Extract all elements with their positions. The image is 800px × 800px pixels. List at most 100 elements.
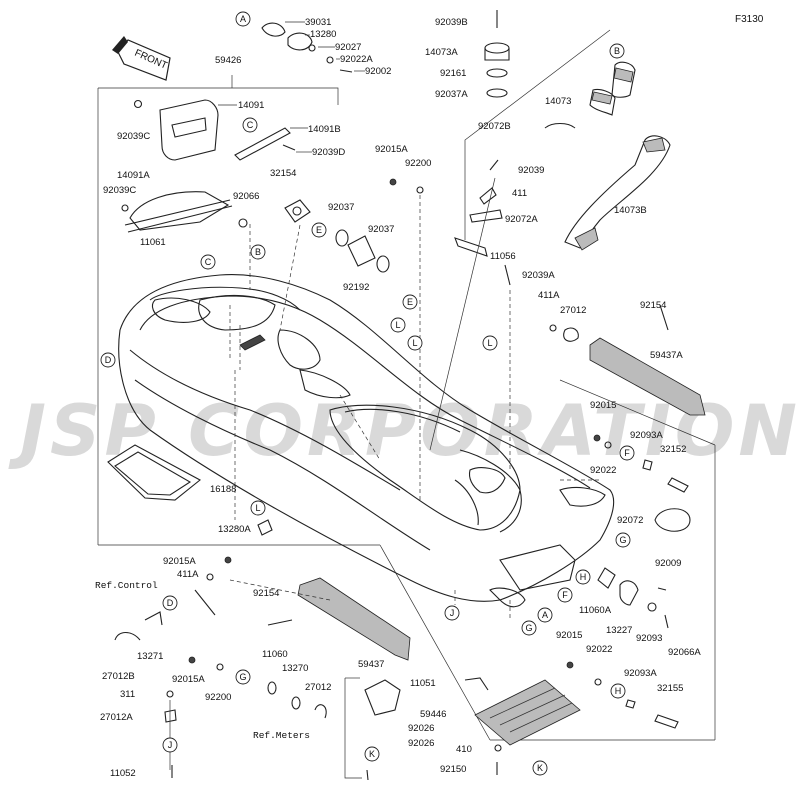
part-411A-right: [549, 324, 557, 332]
part-92039: [489, 159, 499, 171]
label-92015A-3: 92015A: [172, 674, 205, 685]
svg-text:F: F: [624, 448, 630, 458]
svg-text:H: H: [615, 686, 622, 696]
frame-box: [97, 29, 716, 741]
label-13280A: 13280A: [218, 524, 251, 535]
label-411A-2: 411A: [177, 569, 199, 580]
control-cable: [194, 589, 216, 616]
part-92066A: [664, 614, 669, 629]
svg-text:G: G: [619, 535, 626, 545]
label-92093A-2: 92093A: [624, 668, 657, 679]
label-14073A: 14073A: [425, 47, 458, 58]
label-92072: 92072: [617, 515, 643, 526]
label-ref-meters: Ref.Meters: [253, 730, 310, 741]
part-92037-a: [335, 229, 349, 247]
label-92200-2: 92200: [205, 692, 231, 703]
part-411: [479, 187, 497, 205]
label-39031: 39031: [305, 17, 331, 28]
svg-text:C: C: [205, 257, 212, 267]
callout-f-right: F: [619, 445, 635, 461]
label-92022: 92022: [590, 465, 616, 476]
callout-b-top: B: [609, 43, 625, 59]
label-92066: 92066: [233, 191, 259, 202]
label-11051: 11051: [410, 678, 436, 689]
svg-text:C: C: [247, 120, 254, 130]
label-411A: 411A: [538, 290, 560, 301]
part-11051: [464, 677, 489, 691]
label-92039C: 92039C: [117, 131, 150, 142]
part-92154-right: [659, 304, 669, 331]
part-13271: [144, 611, 163, 626]
callout-b-mid: B: [250, 244, 266, 260]
label-92072B: 92072B: [478, 121, 511, 132]
label-13227: 13227: [606, 625, 632, 636]
part-13270: [291, 696, 301, 710]
part-92200-lower: [216, 663, 224, 671]
callout-e-mid: E: [402, 294, 418, 310]
part-27012-right: [563, 327, 579, 342]
part-410: [494, 744, 502, 752]
label-92039C-2: 92039C: [103, 185, 136, 196]
part-14091-slot: [171, 117, 207, 138]
label-92022-2: 92022: [586, 644, 612, 655]
label-11056: 11056: [490, 251, 516, 262]
label-92015: 92015: [590, 400, 616, 411]
label-27012-2: 27012: [305, 682, 331, 693]
part-411A-left: [206, 573, 214, 581]
label-32154: 32154: [270, 168, 296, 179]
label-92039A: 92039A: [522, 270, 555, 281]
part-14073A: [484, 42, 510, 54]
part-11060A: [597, 567, 616, 589]
label-92093A: 92093A: [630, 430, 663, 441]
label-92002: 92002: [365, 66, 391, 77]
svg-text:F: F: [562, 590, 568, 600]
part-11056: [454, 237, 488, 257]
part-92093A-lower: [625, 699, 636, 709]
label-32155: 32155: [657, 683, 683, 694]
part-11061: [124, 199, 231, 226]
part-16188: [107, 444, 201, 501]
part-311: [166, 690, 174, 698]
part-39031: [261, 22, 286, 37]
svg-text:E: E: [316, 225, 322, 235]
part-32155: [654, 714, 679, 729]
part-92066: [238, 218, 248, 228]
callout-g-center: G: [521, 620, 537, 636]
label-14073: 14073: [545, 96, 571, 107]
part-14091: [159, 99, 219, 161]
label-59446: 59446: [420, 709, 446, 720]
part-11060: [267, 681, 277, 695]
part-92072A: [469, 209, 503, 223]
label-92026-2: 92026: [408, 738, 434, 749]
callout-c-mid: C: [200, 254, 216, 270]
label-11060A: 11060A: [579, 605, 612, 616]
svg-text:L: L: [395, 320, 400, 330]
part-13227: [619, 580, 639, 606]
label-14091A: 14091A: [117, 170, 150, 181]
part-13280A: [257, 519, 273, 536]
label-92022A: 92022A: [340, 54, 373, 65]
part-92015A-lower-left: [188, 656, 196, 664]
part-92039C-mid: [121, 204, 129, 212]
part-92200-top: [416, 186, 424, 194]
part-92022-right: [604, 441, 612, 449]
part-92022-lower: [594, 678, 602, 686]
part-92015-lower: [566, 661, 574, 669]
part-13280: [287, 32, 313, 51]
label-ref-control: Ref.Control: [95, 580, 158, 591]
label-92015A: 92015A: [375, 144, 408, 155]
callout-g-lower: G: [235, 669, 251, 685]
callout-d-lower: D: [162, 595, 178, 611]
label-32152: 32152: [660, 444, 686, 455]
label-92037A: 92037A: [435, 89, 468, 100]
label-16188: 16188: [210, 484, 236, 495]
part-32152: [667, 477, 689, 493]
front-arrow-icon: [112, 36, 171, 81]
label-92039D: 92039D: [312, 147, 345, 158]
part-59437: [297, 577, 411, 661]
label-11061: 11061: [140, 237, 166, 248]
label-11052: 11052: [110, 768, 136, 779]
part-92022A: [326, 56, 334, 64]
pump-outlet: [489, 587, 526, 608]
